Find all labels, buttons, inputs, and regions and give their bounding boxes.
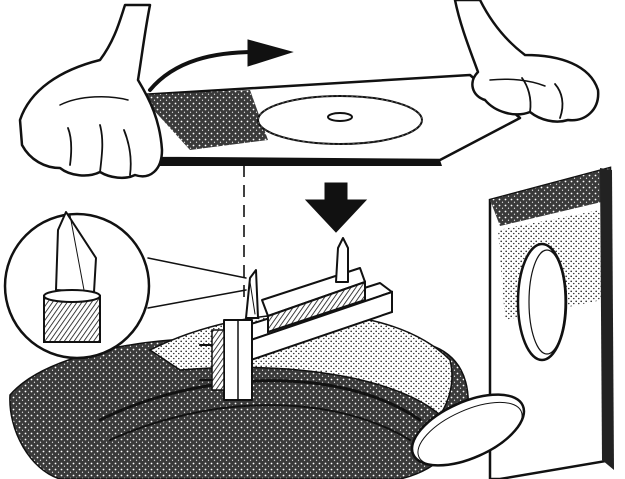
- blade-small: [245, 269, 259, 319]
- left-hand-icon: [18, 3, 164, 180]
- cut-panel-icon: [488, 166, 614, 479]
- down-arrow-icon: [304, 182, 368, 233]
- blade-detail: [3, 211, 247, 360]
- blade-icon: [43, 211, 101, 343]
- template-board-icon: [93, 73, 522, 166]
- cut-disc-icon: [410, 393, 526, 467]
- center-pin: [335, 237, 349, 283]
- curved-arrow-icon: [148, 39, 294, 92]
- right-hand-icon: [453, 0, 600, 123]
